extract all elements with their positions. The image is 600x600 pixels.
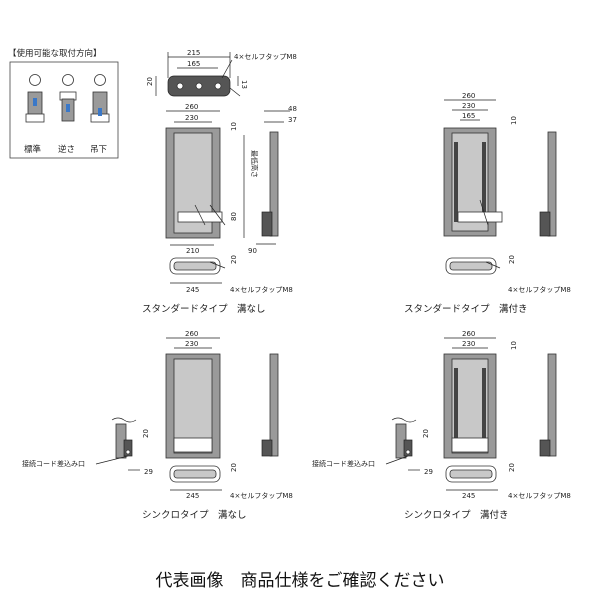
side-view-body <box>547 131 557 237</box>
svg-text:230: 230 <box>462 340 475 348</box>
svg-text:10: 10 <box>230 122 238 131</box>
side-view-body <box>269 131 279 237</box>
hanging-orientation-icon <box>90 74 110 123</box>
legend-reverse-label: 逆さ <box>58 144 75 155</box>
svg-text:80: 80 <box>230 212 238 221</box>
svg-text:20: 20 <box>142 429 150 438</box>
panel-standard-grooved: 260 230 165 10 20 4×セルフタップM8 スタンダードタイプ 溝… <box>404 92 571 315</box>
svg-text:260: 260 <box>185 330 198 338</box>
cord-inlet-label: 接続コード差込み口 <box>312 459 375 468</box>
svg-text:245: 245 <box>186 492 199 500</box>
svg-text:13: 13 <box>240 80 248 89</box>
svg-text:230: 230 <box>185 340 198 348</box>
svg-text:230: 230 <box>462 102 475 110</box>
svg-text:20: 20 <box>508 255 516 264</box>
panel-synchro-no-groove: 260 230 20 接続コード差込み口 29 20 245 4×セルフタップM… <box>22 330 293 521</box>
svg-text:260: 260 <box>462 330 475 338</box>
side-view-body <box>269 353 279 457</box>
self-tap-label: 4×セルフタップM8 <box>230 491 293 500</box>
self-tap-label-top: 4×セルフタップM8 <box>234 52 297 61</box>
self-tap-label: 4×セルフタップM8 <box>508 491 571 500</box>
svg-text:210: 210 <box>186 247 199 255</box>
legend-title: 【使用可能な取付方向】 <box>8 48 102 59</box>
svg-text:20: 20 <box>230 463 238 472</box>
svg-text:165: 165 <box>187 60 200 68</box>
standard-orientation-icon <box>25 74 45 123</box>
legend-standard-label: 標準 <box>24 144 42 155</box>
svg-text:10: 10 <box>510 116 518 125</box>
svg-text:10: 10 <box>510 341 518 350</box>
svg-text:245: 245 <box>462 492 475 500</box>
caption-synchro-grooved: シンクロタイプ 溝付き <box>404 509 509 521</box>
legend-hanging-label: 吊下 <box>90 145 108 155</box>
footer-note: 代表画像 商品仕様をご確認ください <box>156 571 445 591</box>
svg-text:260: 260 <box>185 103 198 111</box>
caption-synchro-no-groove: シンクロタイプ 溝なし <box>142 509 247 521</box>
svg-text:230: 230 <box>185 114 198 122</box>
svg-text:260: 260 <box>462 92 475 100</box>
svg-text:20: 20 <box>508 463 516 472</box>
svg-text:37: 37 <box>288 116 297 124</box>
caption-standard-grooved: スタンダードタイプ 溝付き <box>404 303 528 315</box>
self-tap-label: 4×セルフタップM8 <box>508 285 571 294</box>
panel-standard-no-groove: 215 165 20 13 4×セルフタップM8 260 230 10 最低高さ… <box>142 49 297 315</box>
reverse-orientation-icon <box>59 74 77 122</box>
svg-text:20: 20 <box>230 255 238 264</box>
svg-text:165: 165 <box>462 112 475 120</box>
side-view-body <box>547 353 557 457</box>
top-view-mechanism: 215 165 20 13 4×セルフタップM8 <box>146 49 297 97</box>
self-tap-label-bottom: 4×セルフタップM8 <box>230 285 293 294</box>
svg-text:215: 215 <box>187 49 200 57</box>
svg-text:20: 20 <box>146 77 154 86</box>
svg-text:245: 245 <box>186 286 199 294</box>
svg-text:20: 20 <box>422 429 430 438</box>
cord-inlet-label: 接続コード差込み口 <box>22 459 85 468</box>
svg-text:48: 48 <box>288 105 297 113</box>
svg-text:29: 29 <box>144 468 153 476</box>
svg-text:29: 29 <box>424 468 433 476</box>
min-height-label: 最低高さ <box>250 150 259 178</box>
caption-standard-no-groove: スタンダードタイプ 溝なし <box>142 303 266 315</box>
panel-synchro-grooved: 260 230 10 20 接続コード差込み口 29 20 245 4×セルフタ… <box>312 330 571 521</box>
mounting-direction-legend: 【使用可能な取付方向】 標準 逆さ 吊下 <box>8 48 119 159</box>
svg-text:90: 90 <box>248 247 257 255</box>
